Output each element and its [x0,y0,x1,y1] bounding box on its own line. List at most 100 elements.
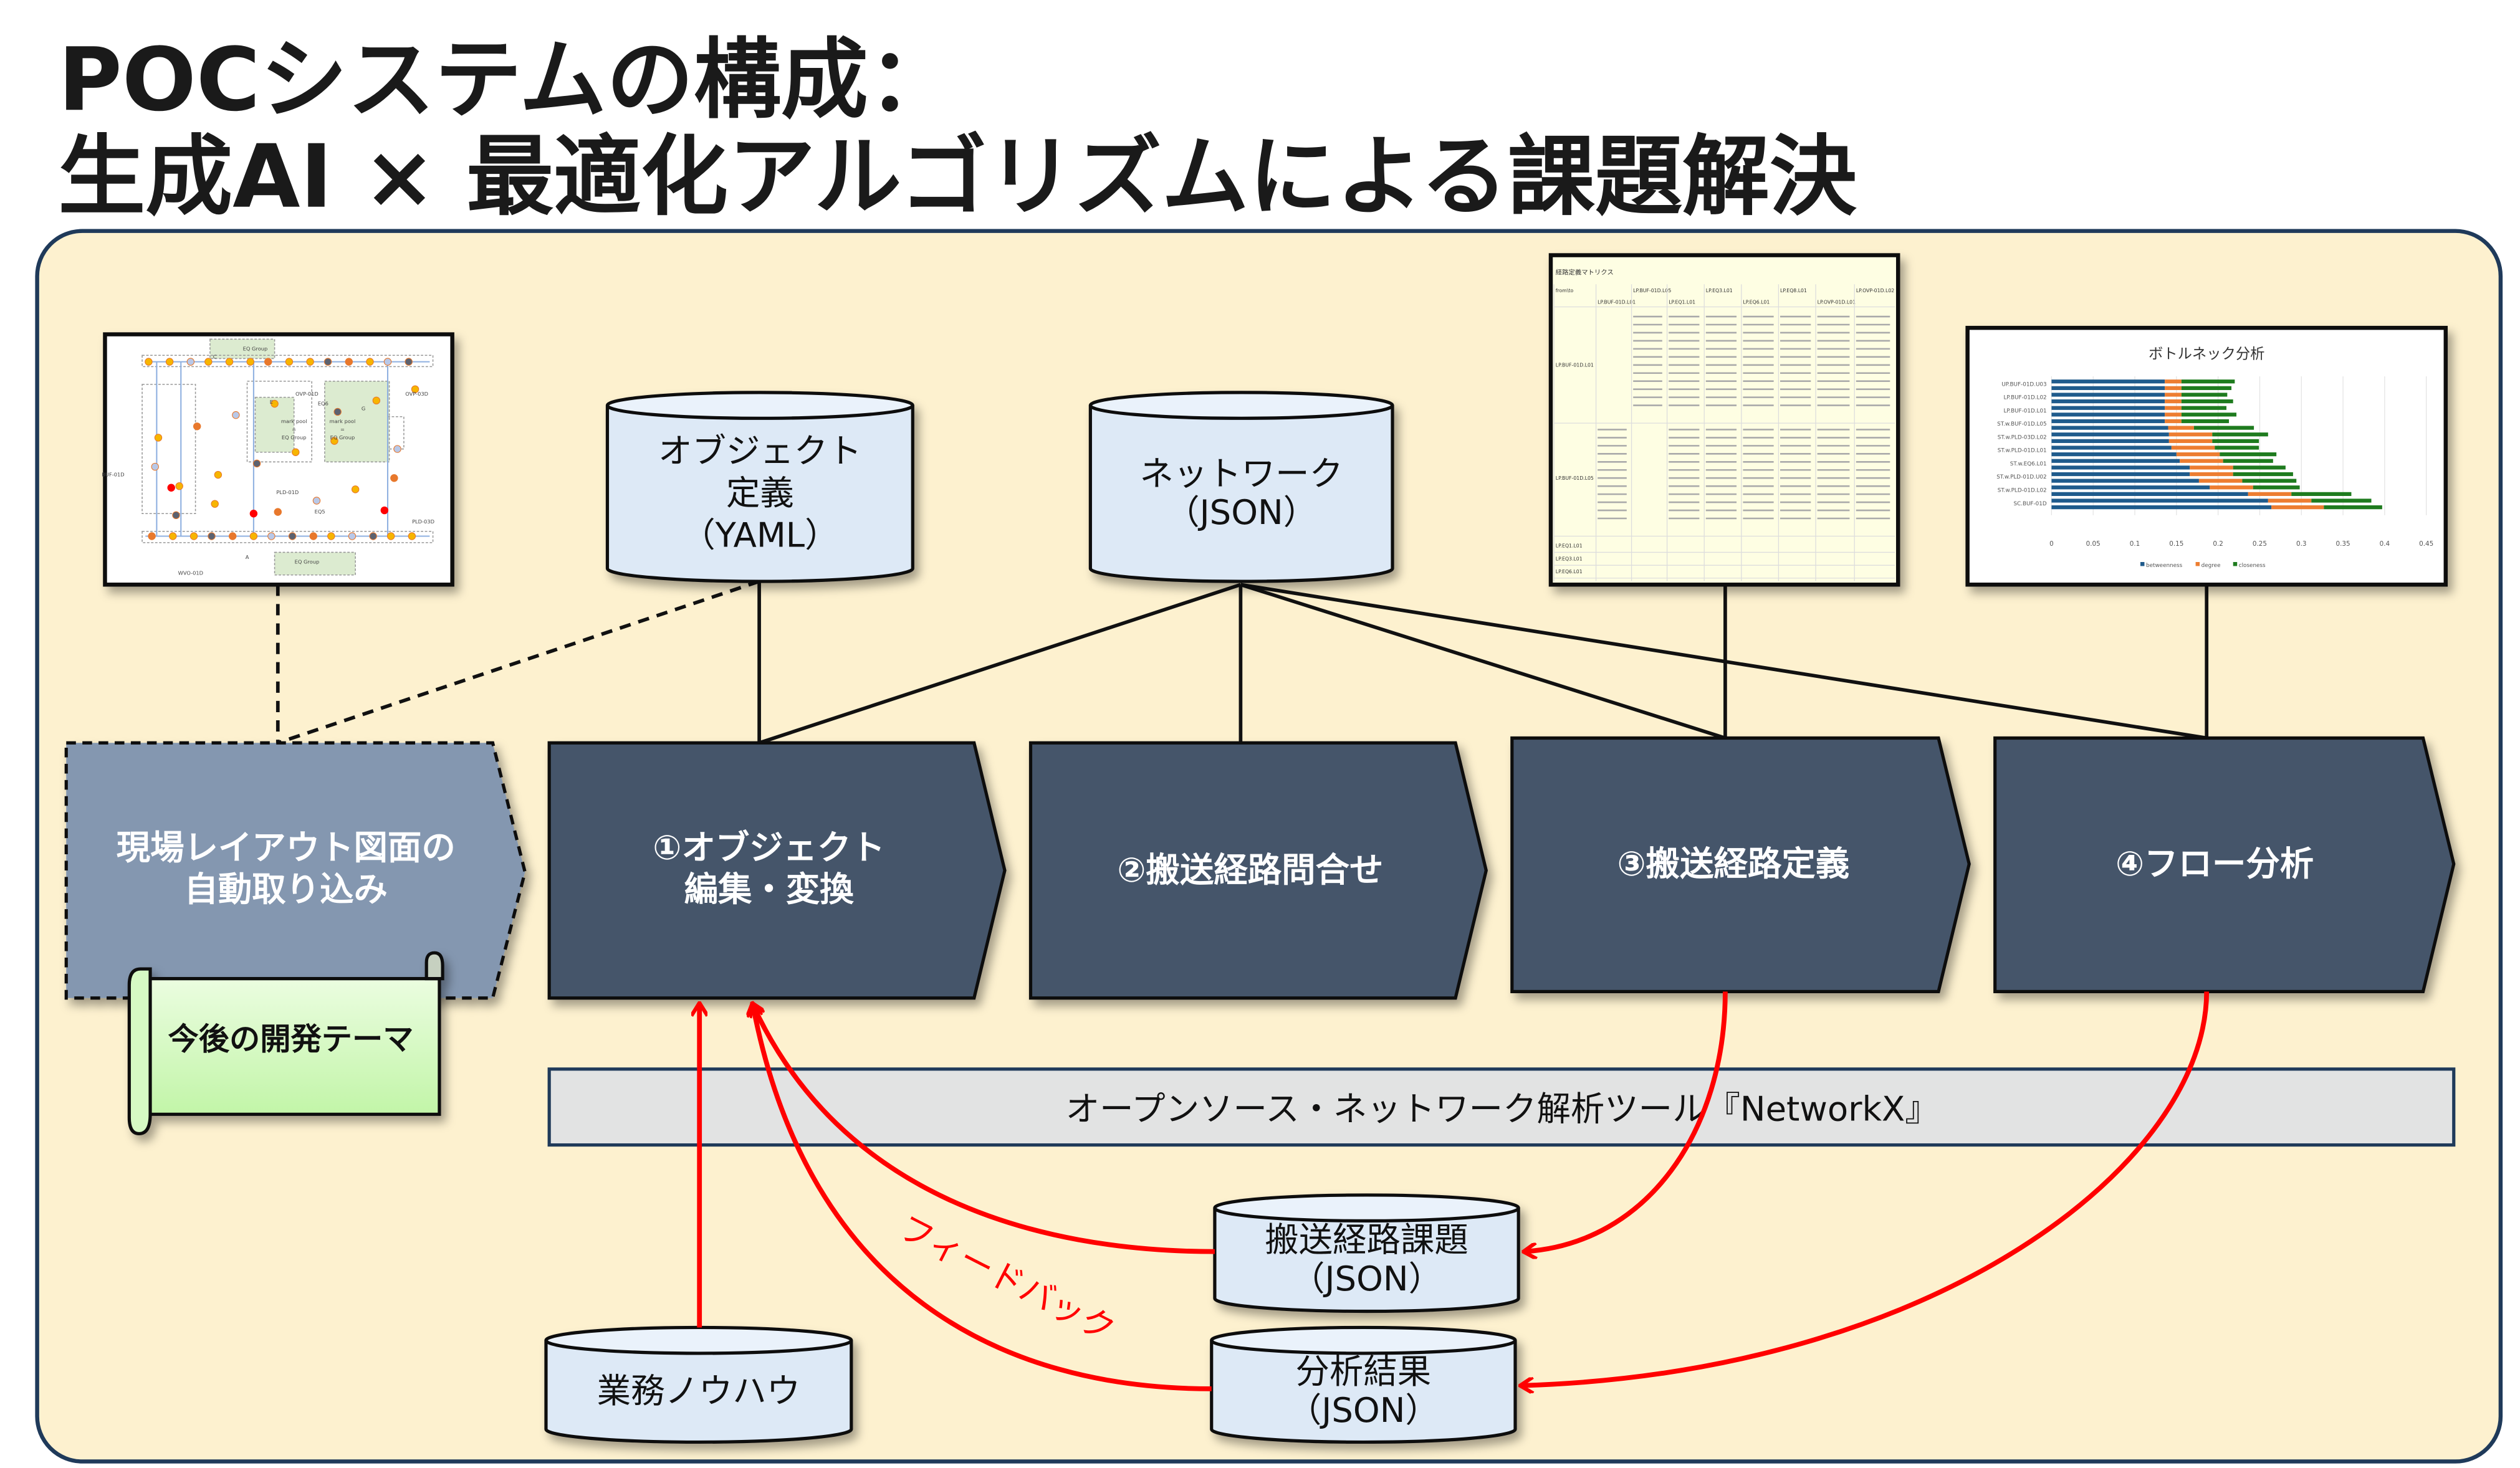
layout-node [267,532,275,540]
future-theme-label: 今後の開発テーマ [168,1021,414,1057]
layout-label: mark pool [330,418,356,424]
chart-bar-degree [2190,472,2233,477]
layout-node [408,532,416,540]
chart-xtick: 0.35 [2336,540,2350,548]
chart-bar-degree [2271,505,2324,510]
chart-bar-degree [2165,406,2182,410]
chart-category-label: ST.w.BUF-01D.L05 [1997,421,2046,427]
layout-label: PLD-03D [412,518,434,525]
matrix-header: LP.EQ8.L01 [1780,288,1807,293]
layout-label: EQ Group [330,434,355,441]
layout-node [189,532,198,540]
step-0-line1: 現場レイアウト図面の [117,827,456,867]
chart-category-label: UP.BUF-01D.U03 [2001,381,2046,388]
network-store-line1: ネットワーク [1139,454,1343,493]
title-line-1: POCシステムの構成： [58,29,956,131]
chart-bar-closeness [2233,465,2286,470]
step-future-layout-import[interactable] [64,741,527,1000]
layout-label: C [213,353,217,360]
chart-bar-closeness [2181,412,2237,417]
layout-group-box [274,551,356,576]
business-knowhow-store-line1: 業務ノウハウ [597,1371,800,1411]
chart-legend-swatch [2140,561,2145,566]
chart-legend-label: betweenness [2146,563,2183,569]
layout-group-box [141,355,434,368]
chart-bar-betweenness [2051,459,2180,463]
layout-node [312,497,321,505]
cylinder-body [544,1340,853,1444]
chart-bar-betweenness [2051,419,2165,424]
chart-xtick: 0.3 [2296,540,2306,548]
chart-bar-closeness [2242,479,2297,483]
matrix-header: LP.EQ3.L01 [1706,288,1733,293]
object-definition-store[interactable] [605,391,914,583]
layout-label: PLD-01D [276,489,299,495]
layout-node [151,462,160,471]
chart-bar-betweenness [2051,479,2199,483]
dashed-connector [277,579,760,745]
analysis-results-store[interactable] [1210,1325,1517,1444]
chart-bar-closeness [2291,492,2352,496]
chart-xtick: 0.1 [2130,540,2140,548]
chart-bar-closeness [2215,446,2259,450]
chart-category-label: LP.BUF-01D.L02 [2003,395,2046,401]
chart-bar-degree [2168,432,2213,437]
route-issues-feedback-arrow [753,1004,1215,1254]
layout-node [366,358,374,366]
layout-node [369,532,377,540]
chart-bar-closeness [2181,386,2232,390]
matrix-row-label: LP.EQ1.L01 [1556,543,1583,549]
cylinder-body [1088,405,1394,583]
chart-bar-closeness [2193,426,2254,430]
layout-label: EQ Group [295,559,320,565]
layout-junction-node [167,484,175,492]
chart-bar-closeness [2233,472,2293,477]
step-2-label: ②搬送経路問合せ [1117,850,1383,890]
chart-legend-swatch [2233,561,2238,566]
layout-label: BUF-01D [102,472,124,478]
step-2-route-query[interactable] [1028,741,1488,1000]
matrix-header: LP.EQ6.L01 [1743,299,1770,305]
layout-node [232,411,240,419]
chart-bar-closeness [2181,419,2230,424]
chart-xtick: 0.4 [2380,540,2390,548]
step-0-line2: 自動取り込み [184,869,388,909]
layout-node [390,474,398,482]
analysis-results-store-line1: 分析結果 [1296,1351,1432,1391]
layout-node [225,358,234,366]
networkx-bar [547,1067,2456,1147]
layout-node [330,437,338,445]
chart-legend-label: degree [2201,563,2221,569]
step3-to-route-issues-arrow [1525,991,1728,1251]
step4-to-analysis-arrow [1521,991,2210,1385]
route-issues-store[interactable] [1213,1193,1520,1313]
chart-bar-betweenness [2051,386,2165,390]
layout-label: OVP-01D [295,391,319,397]
network-store[interactable] [1088,391,1394,583]
analysis-feedback-arrow [753,1004,1212,1391]
chart-bar-degree [2198,479,2243,483]
chart-bar-degree [2165,393,2182,397]
chart-bar-degree [2268,498,2312,503]
layout-label: WVO-01D [178,570,203,576]
layout-node [228,532,237,540]
step-3-route-definition[interactable] [1510,736,1971,993]
chart-xtick: 0.05 [2086,540,2101,548]
layout-label: = [292,426,296,432]
cylinder-top [1213,1193,1520,1223]
step-4-flow-analysis[interactable] [1993,736,2456,993]
matrix-row-label: LP.BUF-01D.L01 [1556,362,1594,368]
matrix-title: 経路定義マトリクス [1556,269,1614,277]
chart-bar-betweenness [2051,379,2165,384]
step-4-label: ④フロー分析 [2115,844,2314,884]
chart-xtick: 0 [2049,540,2054,548]
chart-bar-closeness [2311,498,2372,503]
route-issues-store-line2: （JSON） [1291,1259,1442,1299]
step-1-object-edit[interactable] [547,741,1007,1000]
route-matrix-thumbnail: 経路定義マトリクス from\toLP.BUF-01D.L01LP.BUF-01… [1548,253,1900,587]
chart-category-label: ST.w.EQ6.L01 [2010,461,2047,467]
cylinder-top [544,1325,853,1355]
chart-bar-closeness [2223,459,2273,463]
chart-bar-degree [2165,412,2182,417]
chart-xtick: 0.45 [2419,540,2433,548]
